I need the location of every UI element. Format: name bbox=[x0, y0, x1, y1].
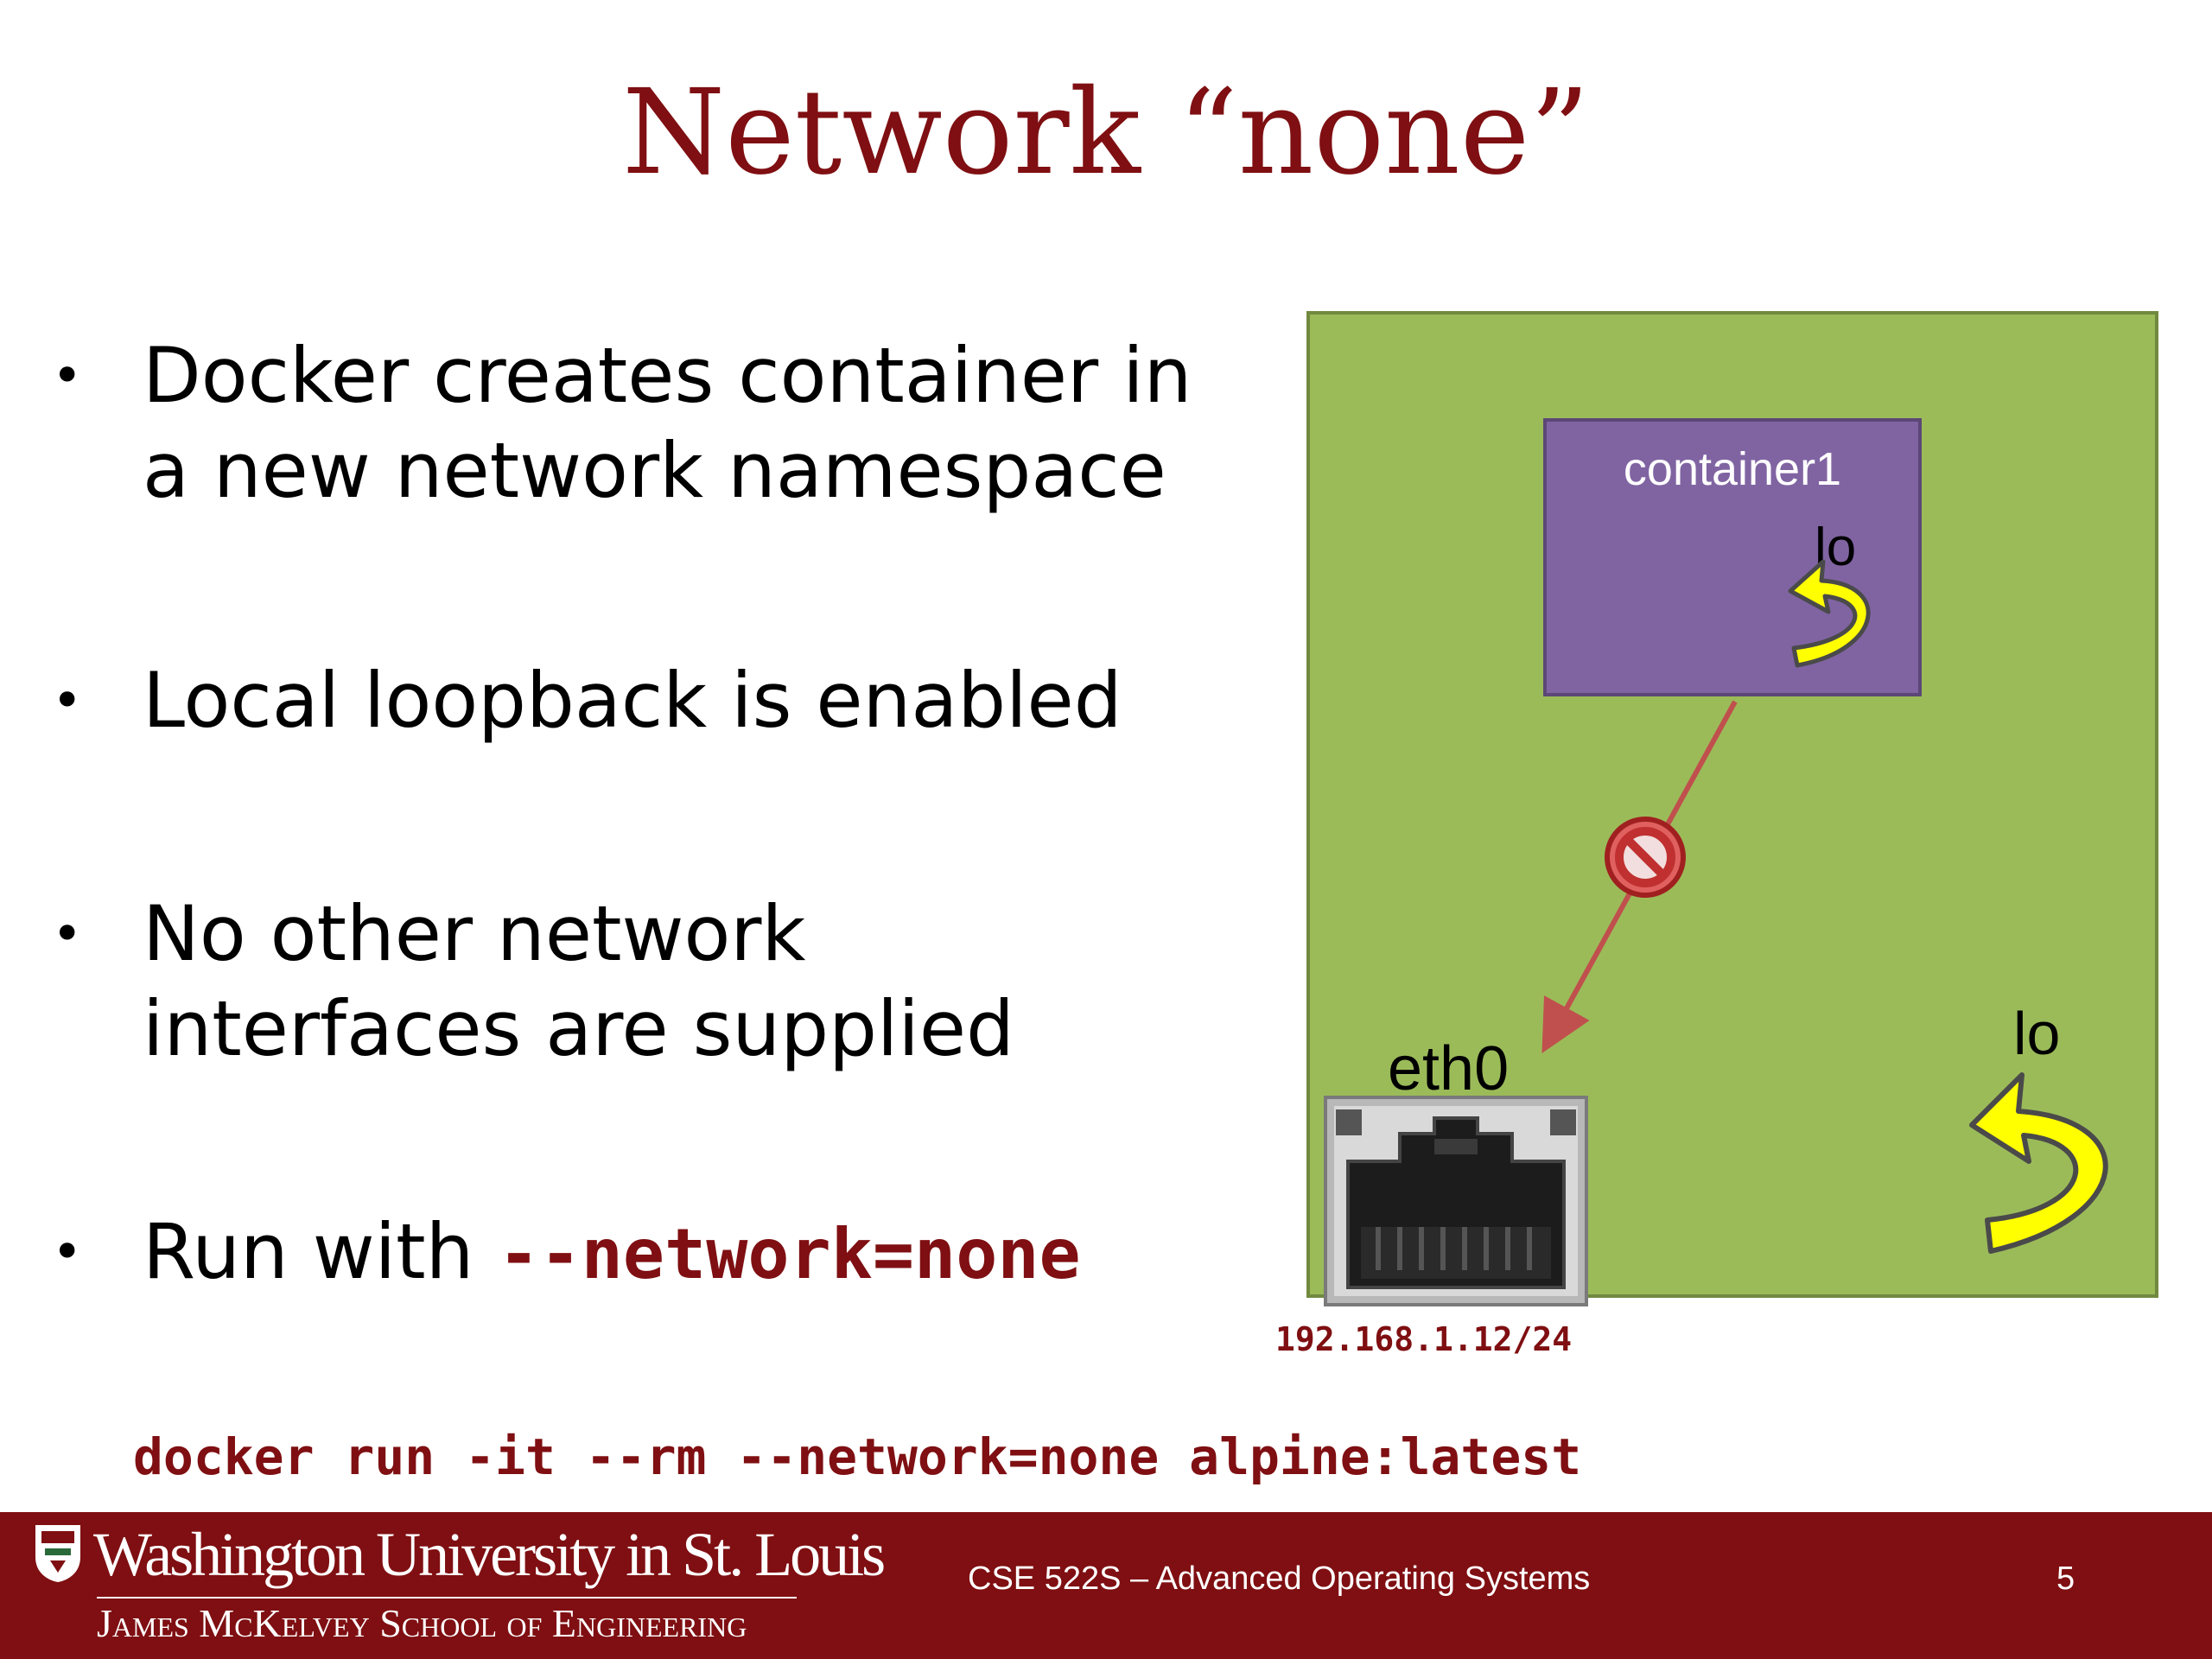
container-loopback-label: lo bbox=[1815, 518, 1857, 577]
docker-command: docker run -it --rm --network=none alpin… bbox=[133, 1427, 1582, 1486]
bullet-prefix: Run with bbox=[143, 1207, 499, 1296]
bullet-line: Local loopback is enabled bbox=[143, 656, 1122, 745]
course-name: CSE 522S – Advanced Operating Systems bbox=[968, 1560, 1591, 1597]
bullet-dot: • bbox=[52, 904, 83, 964]
bullet-text: Run with --network=none bbox=[143, 1205, 1266, 1302]
slide-title: Network “none” bbox=[622, 65, 1590, 201]
school-name: James McKelvey School of Engineering bbox=[97, 1601, 747, 1645]
footer-bar: Washington University in St. Louis James… bbox=[0, 1512, 2212, 1659]
page-number: 5 bbox=[2056, 1560, 2075, 1597]
university-name: Washington University in St. Louis bbox=[93, 1520, 886, 1589]
interface-ip: 192.168.1.12/24 bbox=[1275, 1320, 1573, 1358]
footer-divider bbox=[97, 1597, 797, 1599]
bullet-code: --network=none bbox=[498, 1214, 1081, 1294]
bullet-line: interfaces are supplied bbox=[143, 984, 1014, 1073]
interface-label: eth0 bbox=[1388, 1034, 1510, 1103]
bullet-line: Docker creates container in bbox=[143, 331, 1192, 420]
bullet-text: No other network interfaces are supplied bbox=[143, 887, 1266, 1077]
bullet-dot: • bbox=[52, 671, 83, 731]
university-seal-icon bbox=[35, 1525, 80, 1583]
bullet-text: Docker creates container in a new networ… bbox=[143, 328, 1266, 518]
bullet-text: Local loopback is enabled bbox=[143, 653, 1266, 748]
bullet-dot: • bbox=[52, 346, 83, 406]
container-box: container1 bbox=[1543, 418, 1922, 696]
bullet-line: No other network bbox=[143, 889, 806, 978]
bullet-dot: • bbox=[52, 1222, 83, 1282]
bullet-line: a new network namespace bbox=[143, 426, 1166, 515]
container-label: container1 bbox=[1623, 443, 1842, 495]
host-loopback-label: lo bbox=[2013, 1000, 2061, 1067]
